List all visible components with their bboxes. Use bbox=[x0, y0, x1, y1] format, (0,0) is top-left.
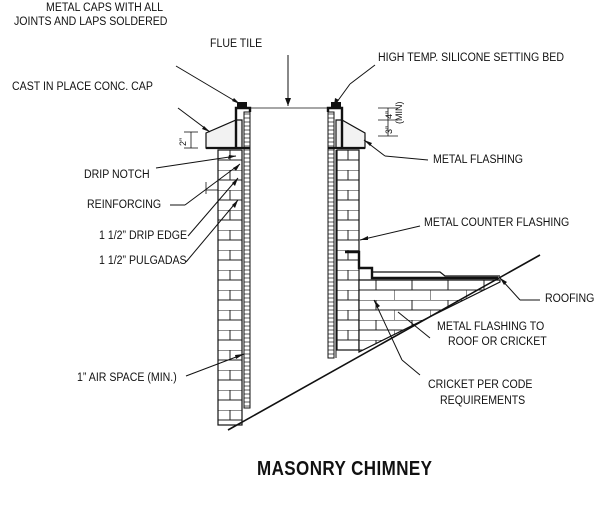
label-metal-flashing: METAL FLASHING bbox=[433, 154, 523, 166]
label-reinforcing: REINFORCING bbox=[87, 199, 162, 211]
label-metal-caps-2: JOINTS AND LAPS SOLDERED bbox=[14, 16, 168, 28]
roof-line bbox=[227, 254, 541, 431]
label-cricket-2: REQUIREMENTS bbox=[440, 395, 526, 407]
label-cast-cap: CAST IN PLACE CONC. CAP bbox=[12, 81, 153, 93]
label-drip-edge: 1 1/2” DRIP EDGE bbox=[99, 230, 188, 242]
label-high-temp: HIGH TEMP. SILICONE SETTING BED bbox=[378, 52, 564, 64]
label-flue-tile: FLUE TILE bbox=[210, 38, 263, 50]
counter-flashing bbox=[345, 250, 498, 280]
right-brick-wall bbox=[336, 149, 360, 351]
label-roof-flash-1: METAL FLASHING TO bbox=[437, 321, 545, 333]
dim-3in: 3” bbox=[384, 126, 394, 134]
dim-2in: 2” bbox=[178, 138, 188, 146]
label-roof-flash-2: ROOF OR CRICKET bbox=[448, 336, 547, 348]
label-pulgadas: 1 1/2” PULGADAS bbox=[99, 255, 187, 267]
label-air-space: 1” AIR SPACE (MIN.) bbox=[77, 372, 177, 384]
label-drip-notch: DRIP NOTCH bbox=[84, 169, 150, 181]
right-concrete-cap bbox=[335, 119, 366, 149]
right-flue-tile bbox=[327, 111, 335, 359]
dim-min: (MIN) bbox=[394, 102, 404, 125]
label-metal-caps-1: METAL CAPS WITH ALL bbox=[46, 2, 163, 14]
label-roofing: ROOFING bbox=[545, 293, 595, 305]
diagram-title: MASONRY CHIMNEY bbox=[257, 458, 433, 480]
label-counter-flashing: METAL COUNTER FLASHING bbox=[424, 217, 570, 229]
label-cricket-1: CRICKET PER CODE bbox=[428, 379, 533, 391]
left-brick-wall bbox=[217, 149, 243, 426]
dim-4in: 4” bbox=[384, 111, 394, 119]
left-flue-tile bbox=[243, 111, 251, 409]
